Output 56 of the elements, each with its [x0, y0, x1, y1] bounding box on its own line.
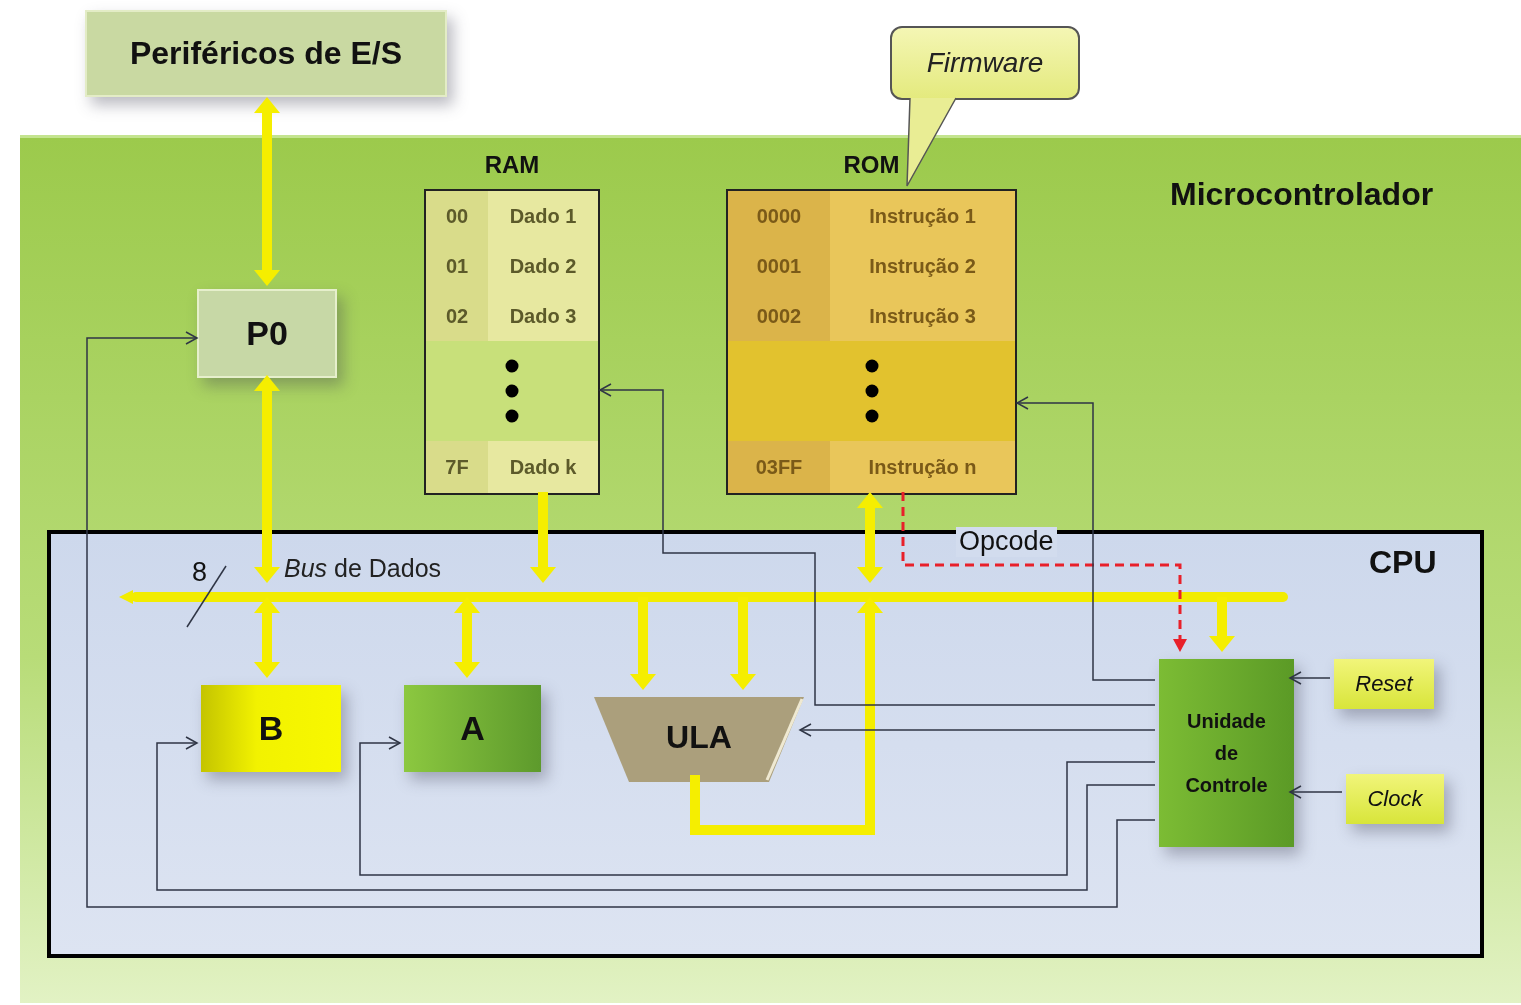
- address-cell: 01: [426, 241, 488, 291]
- bus-arrow: [530, 492, 556, 583]
- box-label: P0: [246, 313, 288, 355]
- control-arrow: [1289, 785, 1343, 799]
- box-label: Clock: [1367, 785, 1423, 814]
- box-label: Reset: [1355, 670, 1413, 699]
- memory-title: ROM: [842, 151, 901, 179]
- control-arrow: [1016, 396, 1156, 681]
- register-box: [201, 685, 341, 772]
- bus-arrow: [254, 97, 280, 286]
- callout-bubble: [890, 26, 1080, 100]
- data-cell: Instrução 1: [830, 191, 1015, 241]
- address-cell: 0002: [728, 291, 830, 341]
- port-box: [197, 289, 337, 378]
- memory-title: RAM: [483, 151, 541, 179]
- panel-title: CPU: [1369, 544, 1437, 581]
- control-arrow: [799, 723, 1156, 737]
- bus-width-label: 8: [192, 557, 208, 588]
- control-arrow: [86, 331, 1156, 908]
- bus-arrow: [857, 492, 883, 583]
- bus-arrow: [254, 375, 280, 583]
- control-arrow: [599, 383, 1156, 706]
- callout-pointer: [906, 97, 957, 187]
- data-cell: Instrução n: [830, 441, 1015, 493]
- address-cell: 7F: [426, 441, 488, 493]
- alu-label: ULA: [665, 719, 733, 756]
- signal-box: [1346, 774, 1444, 824]
- register-box: [404, 685, 541, 772]
- data-cell: Dado k: [488, 441, 598, 493]
- data-cell: Dado 3: [488, 291, 598, 341]
- data-cell: Instrução 2: [830, 241, 1015, 291]
- box-label: Periféricos de E/S: [129, 33, 403, 73]
- data-cell: Dado 2: [488, 241, 598, 291]
- bus-label: Bus de Dados: [284, 554, 442, 583]
- address-cell: 00: [426, 191, 488, 241]
- box-label: A: [460, 708, 485, 750]
- panel-title: Microcontrolador: [1170, 176, 1434, 213]
- control-arrow: [1289, 671, 1331, 685]
- box-label: B: [258, 708, 284, 750]
- callout-text: Firmware: [926, 47, 1044, 79]
- address-cell: 03FF: [728, 441, 830, 493]
- address-cell: 02: [426, 291, 488, 341]
- control-arrow: [156, 736, 1156, 891]
- data-cell: Instrução 3: [830, 291, 1015, 341]
- data-cell: Dado 1: [488, 191, 598, 241]
- control-unit-box: [1159, 659, 1294, 847]
- microcontroller-panel: [20, 135, 1521, 1003]
- cpu-panel: [47, 530, 1484, 958]
- box-label: Unidade de Controle: [1184, 709, 1269, 798]
- dashed-arrow: [901, 492, 1187, 652]
- peripheral-box: [85, 10, 447, 97]
- address-cell: 0001: [728, 241, 830, 291]
- address-cell: 0000: [728, 191, 830, 241]
- signal-box: [1334, 659, 1434, 709]
- edge-label: Opcode: [956, 527, 1057, 557]
- control-arrow: [359, 736, 1156, 876]
